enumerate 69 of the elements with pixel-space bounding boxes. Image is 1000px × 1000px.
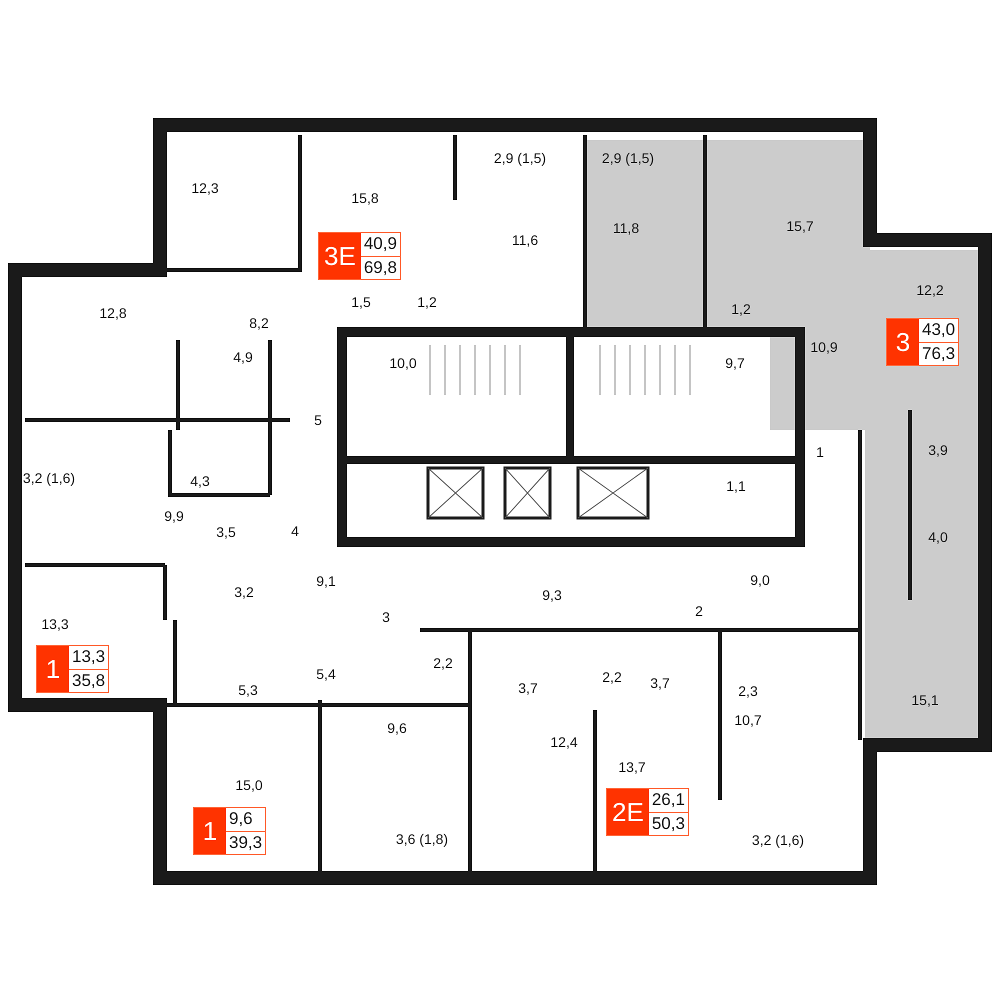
area-label: 12,2 xyxy=(916,283,944,297)
area-label: 2,9 (1,5) xyxy=(494,151,546,165)
area-label: 9,1 xyxy=(316,574,336,588)
area-label: 3,2 xyxy=(234,585,254,599)
area-label: 9,7 xyxy=(725,356,745,370)
apartment-type: 1 xyxy=(194,808,226,854)
apartment-badge xyxy=(886,318,960,366)
total-area: 39,3 xyxy=(226,830,266,854)
apartment-badge xyxy=(193,807,266,855)
area-label: 15,1 xyxy=(911,693,939,707)
area-label: 1,2 xyxy=(731,302,751,316)
area-label: 3,7 xyxy=(650,676,670,690)
total-area: 69,8 xyxy=(360,256,400,279)
area-label: 2,2 xyxy=(433,656,453,670)
area-label: 4,3 xyxy=(190,474,210,488)
area-label: 15,0 xyxy=(235,778,263,792)
area-label: 4,0 xyxy=(928,530,948,544)
area-label: 10,0 xyxy=(389,356,417,370)
area-label: 1 xyxy=(816,445,824,459)
area-label: 12,3 xyxy=(191,181,219,195)
area-label: 13,3 xyxy=(41,617,69,631)
area-label: 3,6 (1,8) xyxy=(396,832,448,846)
area-label: 4 xyxy=(291,524,299,538)
area-label: 9,0 xyxy=(750,573,770,587)
area-label: 1,1 xyxy=(726,479,746,493)
apartment-type: 3E xyxy=(319,233,361,279)
area-label: 4,9 xyxy=(233,350,253,364)
area-label: 5,3 xyxy=(238,683,258,697)
area-label: 3 xyxy=(382,610,390,624)
total-area: 35,8 xyxy=(69,668,108,692)
area-label: 2,2 xyxy=(602,670,622,684)
apartment-badge xyxy=(36,645,110,693)
area-label: 15,8 xyxy=(351,191,379,205)
area-label: 1,5 xyxy=(351,295,371,309)
area-label: 11,6 xyxy=(512,233,538,247)
area-label: 3,2 (1,6) xyxy=(22,471,76,485)
area-label: 12,8 xyxy=(99,306,127,320)
area-label: 11,8 xyxy=(612,221,640,235)
area-label: 3,9 xyxy=(928,443,948,457)
area-label: 2 xyxy=(695,604,703,618)
area-label: 10,7 xyxy=(734,713,762,727)
area-label: 10,9 xyxy=(810,340,838,354)
area-label: 13,7 xyxy=(618,760,646,774)
area-label: 9,9 xyxy=(164,509,184,523)
area-label: 2,9 (1,5) xyxy=(602,151,654,165)
area-label: 9,3 xyxy=(542,588,562,602)
total-area: 50,3 xyxy=(648,812,688,835)
area-label: 5 xyxy=(314,413,322,427)
area-label: 3,7 xyxy=(518,681,538,695)
area-label: 5,4 xyxy=(316,667,336,681)
apartment-badge xyxy=(318,232,401,280)
area-label: 2,3 xyxy=(738,684,758,698)
area-label: 15,7 xyxy=(786,219,814,233)
apartment-badge xyxy=(606,788,689,836)
area-label: 3,5 xyxy=(216,525,236,539)
area-label: 12,4 xyxy=(550,735,578,749)
area-label: 9,6 xyxy=(387,721,407,735)
living-area: 13,3 xyxy=(69,646,108,668)
area-label: 8,2 xyxy=(249,316,269,330)
living-area: 26,1 xyxy=(648,789,688,812)
living-area: 43,0 xyxy=(919,319,958,342)
area-label: 3,2 (1,6) xyxy=(752,833,804,847)
total-area: 76,3 xyxy=(919,342,958,365)
area-label: 1,2 xyxy=(417,295,437,309)
living-area: 40,9 xyxy=(360,233,400,256)
living-area: 9,6 xyxy=(226,808,266,830)
apartment-type: 3 xyxy=(887,319,919,365)
apartment-type: 2E xyxy=(607,789,649,835)
apartment-type: 1 xyxy=(37,646,69,692)
